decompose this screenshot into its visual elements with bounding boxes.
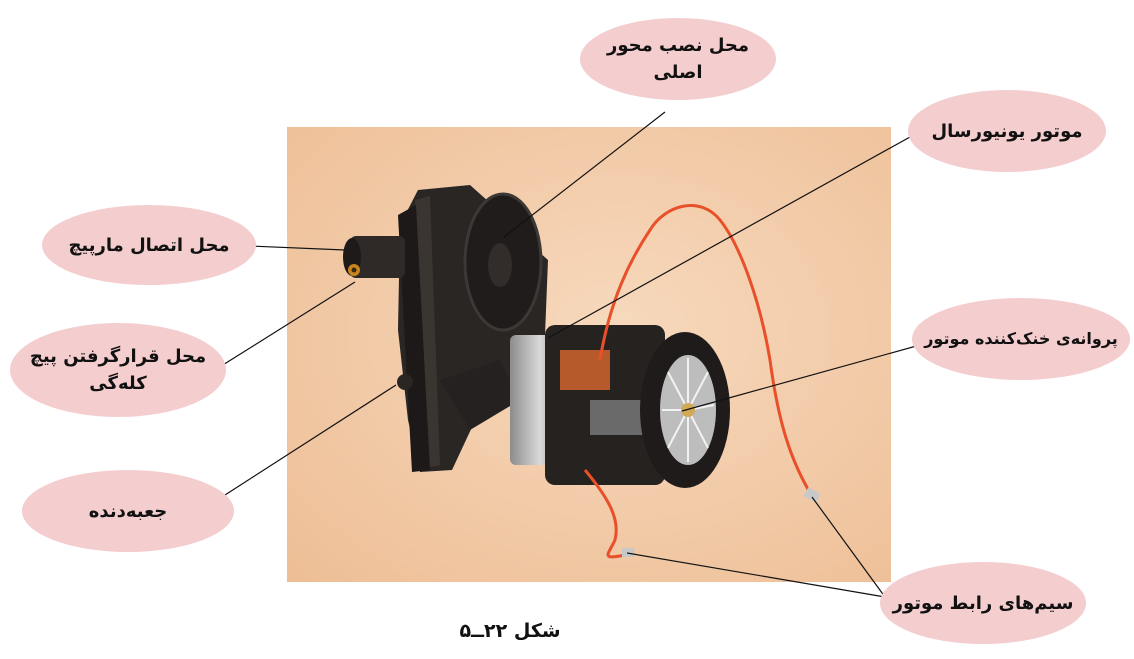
label-screw-location: محل قرارگرفتن پیچ کله‌گی xyxy=(10,323,226,417)
label-universal-motor: موتور یونیورسال xyxy=(908,90,1106,172)
label-gearbox-text: جعبه‌دنده xyxy=(89,498,167,525)
label-motor-wires: سیم‌های رابط موتور xyxy=(880,562,1086,644)
label-spiral-connection-text: محل اتصال مارپیچ xyxy=(68,232,229,259)
label-screw-location-line1: محل قرارگرفتن پیچ xyxy=(30,343,206,370)
label-screw-location-line2: کله‌گی xyxy=(89,370,146,397)
label-cooling-fan: پروانه‌ی خنک‌کننده موتور xyxy=(912,298,1130,380)
label-universal-motor-text: موتور یونیورسال xyxy=(932,118,1083,145)
spiral-connector xyxy=(343,236,405,278)
label-cooling-fan-text: پروانه‌ی خنک‌کننده موتور xyxy=(924,327,1118,351)
label-spiral-connection: محل اتصال مارپیچ xyxy=(42,205,256,285)
label-motor-wires-text: سیم‌های رابط موتور xyxy=(893,590,1074,617)
label-main-axis: محل نصب محور اصلی xyxy=(580,18,776,100)
label-gearbox: جعبه‌دنده xyxy=(22,470,234,552)
label-main-axis-text: محل نصب محور اصلی xyxy=(590,32,766,86)
figure-caption: شکل ۲۲ــ۵ xyxy=(440,620,580,642)
screw-head xyxy=(397,374,413,390)
